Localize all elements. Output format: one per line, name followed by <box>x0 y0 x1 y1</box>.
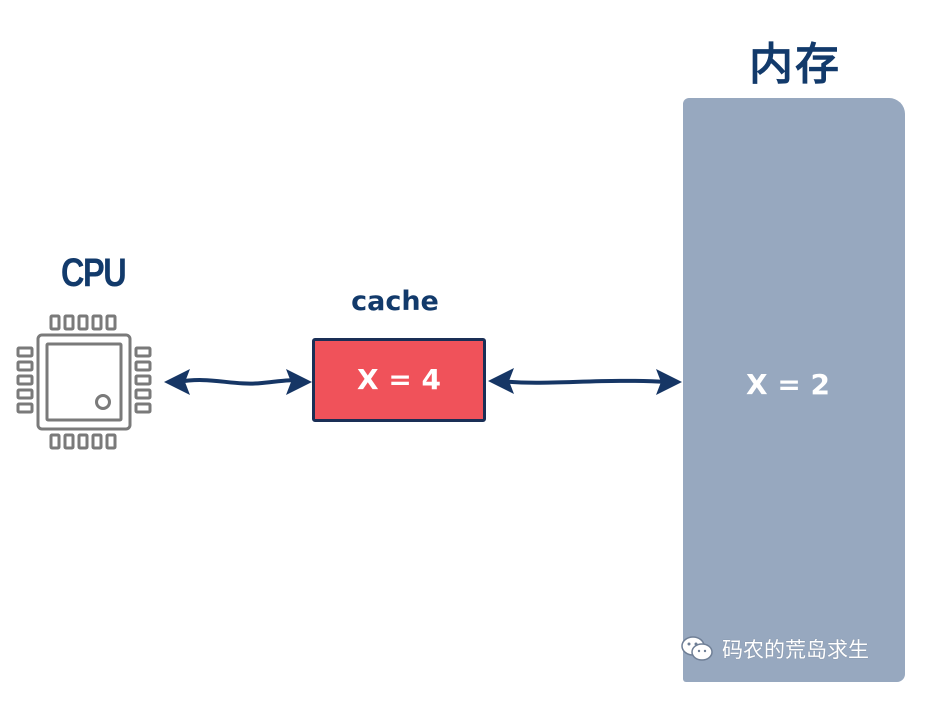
watermark: 码农的荒岛求生 <box>680 632 890 666</box>
cpu-cache-arrow <box>164 369 312 395</box>
cache-label: cache <box>351 286 439 317</box>
watermark-text: 码农的荒岛求生 <box>722 638 869 662</box>
cpu-label: CPU <box>60 251 127 295</box>
cpu-chip-icon <box>16 314 152 450</box>
memory-value: X = 2 <box>745 368 831 401</box>
wechat-icon <box>681 636 713 661</box>
memory-title: 内存 <box>749 39 841 90</box>
cache-value: X = 4 <box>356 363 442 396</box>
cache-memory-arrow <box>488 368 682 395</box>
cache-box: X = 4 <box>312 338 486 422</box>
memory-box: X = 2 <box>683 98 905 682</box>
